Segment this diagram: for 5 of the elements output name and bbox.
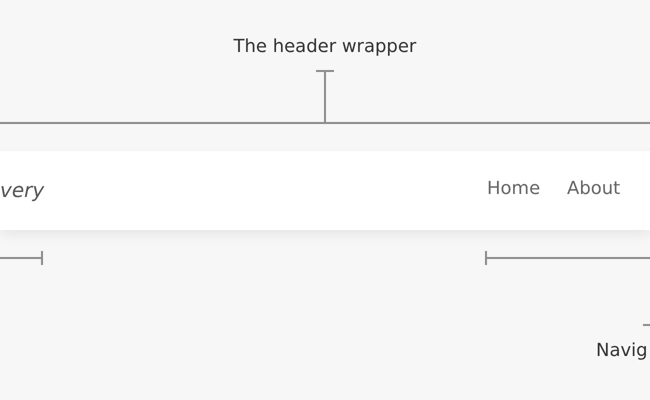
annotation-label: The header wrapper [234, 35, 416, 59]
nav-link: About [567, 177, 620, 201]
nav-link: Home [487, 177, 540, 201]
annotation-label: Navig [596, 339, 648, 363]
header-title: very [0, 178, 44, 202]
